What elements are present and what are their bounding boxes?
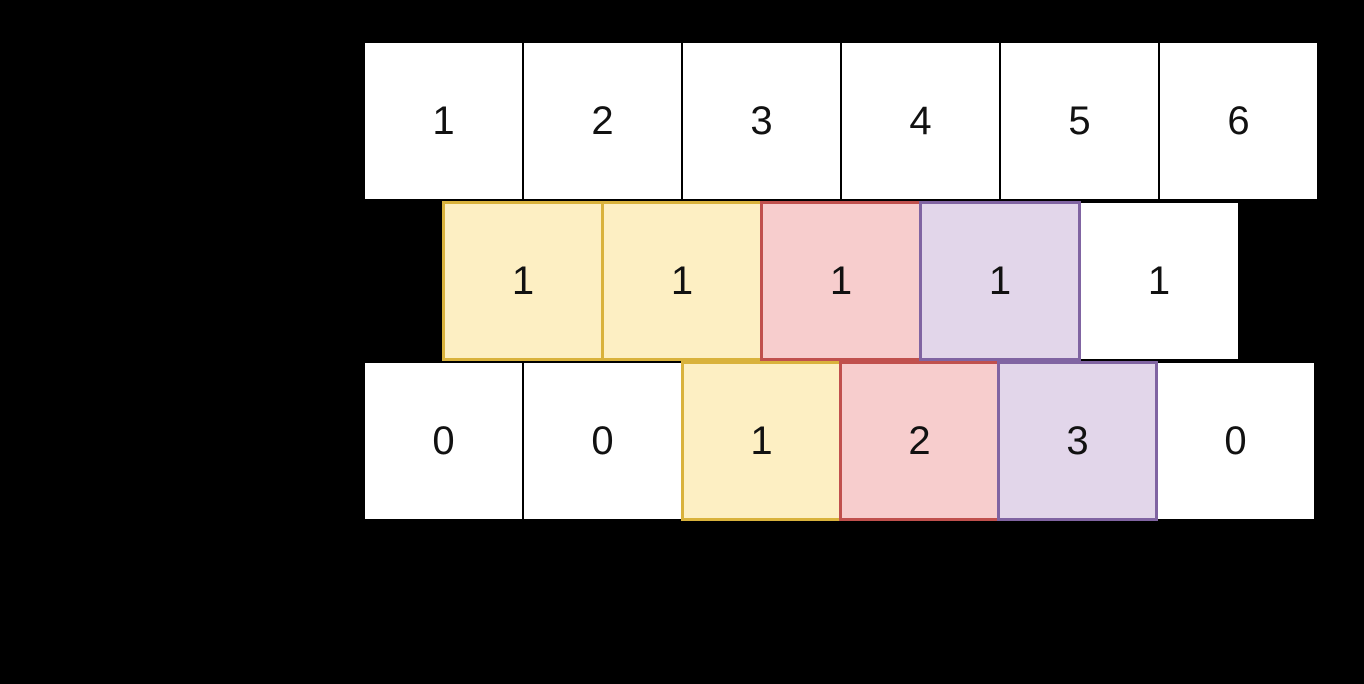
cell-value: 2 [908,418,931,463]
index-cell-5[interactable]: 5 [999,41,1160,201]
cell-value: 3 [1066,418,1089,463]
cell-value: 0 [432,418,455,463]
index-cell-6[interactable]: 6 [1158,41,1319,201]
cell-value: 1 [1147,258,1171,303]
cell-value: 0 [591,418,614,463]
cell-value: 4 [909,98,932,143]
ones-cell-3[interactable]: 1 [760,201,922,361]
cell-value: 6 [1227,98,1250,143]
counts-cell-4[interactable]: 2 [839,361,1000,521]
counts-cell-2[interactable]: 0 [522,361,683,521]
cell-value: 1 [750,418,773,463]
counts-cell-1[interactable]: 0 [363,361,524,521]
index-cell-2[interactable]: 2 [522,41,683,201]
index-cell-1[interactable]: 1 [363,41,524,201]
ones-row: 1 1 1 1 1 [442,201,1240,361]
ones-cell-4[interactable]: 1 [919,201,1081,361]
cell-value: 2 [591,98,614,143]
ones-cell-5[interactable]: 1 [1078,201,1240,361]
cell-value: 1 [432,98,455,143]
index-cell-3[interactable]: 3 [681,41,842,201]
index-row: 1 2 3 4 5 6 [363,41,1319,201]
cell-value: 1 [829,258,853,303]
counts-cell-5[interactable]: 3 [997,361,1158,521]
ones-cell-1[interactable]: 1 [442,201,604,361]
cell-value: 5 [1068,98,1091,143]
counts-row: 0 0 1 2 3 0 [363,361,1316,521]
ones-cell-2[interactable]: 1 [601,201,763,361]
counts-cell-3[interactable]: 1 [681,361,842,521]
cell-value: 1 [988,258,1012,303]
cell-value: 1 [511,258,535,303]
counts-cell-6[interactable]: 0 [1155,361,1316,521]
index-cell-4[interactable]: 4 [840,41,1001,201]
cell-value: 1 [670,258,694,303]
cell-value: 3 [750,98,773,143]
cell-value: 0 [1224,418,1247,463]
